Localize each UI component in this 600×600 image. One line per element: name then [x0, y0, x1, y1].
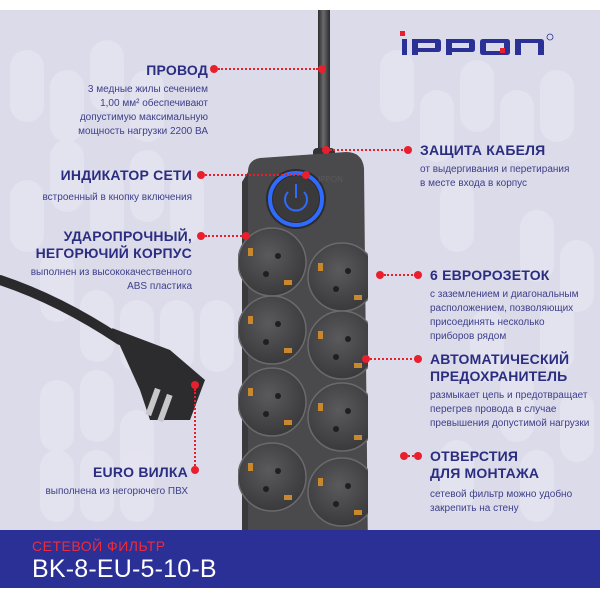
feature-desc-line: с заземлением и диагональным — [430, 289, 579, 300]
feature-desc-line: закрепить на стену — [430, 503, 519, 514]
callout-dot — [191, 466, 199, 474]
feature-title: EURO ВИЛКА — [93, 464, 188, 480]
feature-desc-line: размыкает цепь и предотвращает — [430, 390, 588, 401]
feature-plug: EURO ВИЛКА выполнена из негорючего ПВХ — [0, 464, 188, 499]
feature-indicator: ИНДИКАТОР СЕТИ встроенный в кнопку включ… — [0, 167, 192, 205]
callout-line — [384, 274, 416, 276]
power-strip: IPPON — [238, 152, 368, 572]
callout-line — [408, 455, 418, 457]
feature-desc-line: встроенный в кнопку включения — [42, 192, 192, 203]
callout-dot — [210, 65, 218, 73]
callout-line — [218, 68, 318, 70]
callout-line — [194, 389, 196, 469]
feature-title-line: ПРЕДОХРАНИТЕЛЬ — [430, 368, 568, 384]
callout-dot — [242, 232, 250, 240]
feature-desc-line: перегрев провода в случае — [430, 404, 557, 415]
feature-title: ПРОВОД — [146, 62, 208, 78]
feature-desc-line: 1,00 мм² обеспечивают — [100, 98, 208, 109]
callout-dot — [414, 271, 422, 279]
product-model: BK-8-EU-5-10-B — [32, 555, 217, 583]
feature-outlets: 6 ЕВРОРОЗЕТОК с заземлением и диагональн… — [430, 267, 600, 344]
callout-dot — [302, 171, 310, 179]
feature-desc-line: выполнена из негорючего ПВХ — [45, 486, 188, 497]
euro-plug — [0, 275, 205, 423]
feature-desc-line: расположением, позволяющих — [430, 303, 574, 314]
callout-line — [330, 149, 406, 151]
feature-desc-line: присоединять несколько — [430, 317, 545, 328]
feature-cable-protection: ЗАЩИТА КАБЕЛЯ от выдергивания и перетира… — [420, 142, 600, 191]
feature-mounting: ОТВЕРСТИЯ ДЛЯ МОНТАЖА сетевой фильтр мож… — [430, 448, 600, 516]
feature-desc-line: сетевой фильтр можно удобно — [430, 489, 573, 500]
feature-desc-line: выполнен из высококачественного — [30, 267, 192, 278]
feature-cable: ПРОВОД 3 медные жилы сечением 1,00 мм² о… — [8, 62, 208, 139]
feature-desc-line: 3 медные жилы сечением — [87, 84, 208, 95]
feature-title: 6 ЕВРОРОЗЕТОК — [430, 267, 550, 283]
ippon-logo — [400, 31, 554, 55]
callout-dot — [197, 232, 205, 240]
power-cable — [318, 10, 330, 152]
feature-title-line: УДАРОПРОЧНЫЙ, — [63, 228, 192, 244]
footer-band: СЕТЕВОЙ ФИЛЬТР BK-8-EU-5-10-B — [0, 530, 600, 588]
callout-dot — [197, 171, 205, 179]
product-type: СЕТЕВОЙ ФИЛЬТР — [32, 538, 166, 554]
feature-housing: УДАРОПРОЧНЫЙ, НЕГОРЮЧИЙ КОРПУС выполнен … — [0, 228, 192, 294]
feature-desc-line: превышения допустимой нагрузки — [430, 418, 590, 429]
feature-desc-line: приборов рядом — [430, 331, 507, 342]
callout-line — [205, 235, 245, 237]
feature-desc-line: ABS пластика — [127, 281, 192, 292]
callout-dot — [322, 146, 330, 154]
power-button[interactable] — [266, 169, 326, 229]
feature-desc-line: в месте входа в корпус — [420, 178, 528, 189]
callout-line — [370, 358, 416, 360]
feature-breaker: АВТОМАТИЧЕСКИЙ ПРЕДОХРАНИТЕЛЬ размыкает … — [430, 351, 600, 431]
feature-title: ЗАЩИТА КАБЕЛЯ — [420, 142, 546, 158]
infographic: IPPON — [0, 10, 600, 588]
feature-desc-line: мощность нагрузки 2200 ВА — [78, 126, 208, 137]
callout-dot — [376, 271, 384, 279]
callout-dot — [318, 65, 326, 73]
callout-dot — [414, 355, 422, 363]
feature-desc-line: допустимую максимальную — [79, 112, 208, 123]
callout-dot — [404, 146, 412, 154]
callout-line — [205, 174, 303, 176]
feature-desc-line: от выдергивания и перетирания — [420, 164, 570, 175]
feature-title-line: НЕГОРЮЧИЙ КОРПУС — [35, 245, 192, 261]
feature-title-line: АВТОМАТИЧЕСКИЙ — [430, 351, 570, 367]
callout-dot — [362, 355, 370, 363]
feature-title-line: ДЛЯ МОНТАЖА — [430, 465, 540, 481]
callout-dot — [400, 452, 408, 460]
svg-text:IPPON: IPPON — [318, 175, 343, 184]
callout-dot — [414, 452, 422, 460]
feature-title-line: ОТВЕРСТИЯ — [430, 448, 519, 464]
callout-dot — [191, 381, 199, 389]
feature-title: ИНДИКАТОР СЕТИ — [60, 167, 192, 183]
